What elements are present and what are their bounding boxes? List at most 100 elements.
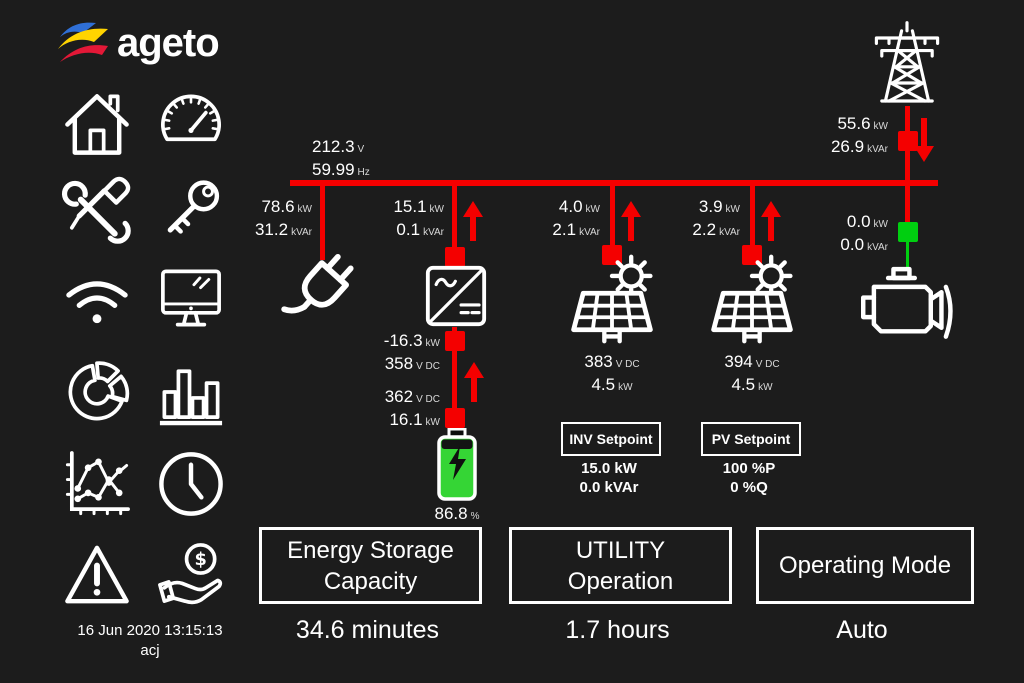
logged-user: acj bbox=[140, 642, 160, 659]
pv1-breaker[interactable] bbox=[602, 245, 622, 265]
battery-icon[interactable] bbox=[436, 428, 478, 502]
energy-storage-card[interactable]: Energy Storage Capacity bbox=[259, 527, 482, 604]
inv-setpoint-label: INV Setpoint bbox=[569, 431, 653, 447]
pv-setpoint-label: PV Setpoint bbox=[711, 431, 791, 447]
generator-feeder-line bbox=[905, 186, 910, 224]
inv-setpoint-values: 15.0 kW 0.0 kVAr bbox=[561, 459, 657, 497]
warning-icon[interactable] bbox=[60, 539, 134, 613]
revenue-icon[interactable]: $ bbox=[154, 539, 228, 613]
utility-breaker[interactable] bbox=[898, 131, 918, 151]
energy-storage-title-line1: Energy Storage bbox=[287, 536, 454, 564]
load-feeder-line bbox=[320, 186, 325, 260]
key-icon[interactable] bbox=[154, 173, 228, 247]
energy-storage-value: 34.6 minutes bbox=[295, 616, 440, 644]
utility-import-arrow-icon bbox=[914, 118, 934, 162]
inv-setpoint-p: 15.0 kW bbox=[581, 460, 637, 477]
ac-bus-line bbox=[290, 180, 938, 186]
monitor-icon[interactable] bbox=[154, 261, 228, 335]
generator-open-line bbox=[906, 242, 909, 270]
clock-icon[interactable] bbox=[154, 447, 228, 521]
bar-chart-icon[interactable] bbox=[154, 355, 228, 429]
battery-breaker[interactable] bbox=[445, 408, 465, 428]
pv2-solar-panel-icon[interactable] bbox=[704, 251, 800, 347]
battery-discharge-arrow-icon bbox=[464, 362, 484, 402]
inv-setpoint-q: 0.0 kVAr bbox=[579, 479, 639, 496]
line-chart-icon[interactable] bbox=[60, 447, 134, 521]
utility-operation-value: 1.7 hours bbox=[565, 616, 670, 644]
pv-setpoint-button[interactable]: PV Setpoint bbox=[701, 422, 801, 456]
pv2-export-arrow-icon bbox=[761, 201, 781, 241]
home-icon[interactable] bbox=[60, 86, 134, 160]
inverter-icon[interactable] bbox=[424, 264, 488, 328]
pv-setpoint-values: 100 %P 0 %Q bbox=[701, 459, 797, 497]
engine-icon[interactable] bbox=[850, 262, 960, 342]
brand-logo: ageto bbox=[56, 20, 220, 66]
wifi-icon[interactable] bbox=[60, 261, 134, 335]
energy-storage-title-line2: Capacity bbox=[323, 567, 418, 595]
svg-text:$: $ bbox=[194, 550, 206, 570]
utility-operation-title-line1: UTILITY bbox=[575, 536, 666, 564]
pv-setpoint-p: 100 %P bbox=[722, 460, 776, 477]
inv-setpoint-button[interactable]: INV Setpoint bbox=[561, 422, 661, 456]
transmission-tower-icon[interactable] bbox=[860, 20, 954, 110]
plug-icon[interactable] bbox=[268, 246, 364, 342]
pv1-feeder-line bbox=[610, 186, 615, 256]
inverter-feeder-line bbox=[452, 186, 457, 266]
pv2-breaker[interactable] bbox=[742, 245, 762, 265]
inverter-breaker[interactable] bbox=[445, 247, 465, 267]
footer-status: 16 Jun 2020 13:15:13 acj bbox=[40, 621, 260, 661]
utility-operation-title-line2: Operation bbox=[567, 567, 674, 595]
pv1-solar-panel-icon[interactable] bbox=[564, 251, 660, 347]
gauge-icon[interactable] bbox=[154, 86, 228, 160]
battery-dc-line bbox=[452, 327, 457, 429]
brand-name: ageto bbox=[117, 21, 220, 65]
operating-mode-card[interactable]: Operating Mode bbox=[756, 527, 974, 604]
operating-mode-value: Auto bbox=[836, 616, 888, 644]
timestamp: 16 Jun 2020 13:15:13 bbox=[77, 622, 223, 639]
ageto-swoosh-icon bbox=[58, 22, 108, 62]
inverter-dc-breaker[interactable] bbox=[445, 331, 465, 351]
pie-chart-icon[interactable] bbox=[60, 355, 134, 429]
utility-operation-card[interactable]: UTILITY Operation bbox=[509, 527, 732, 604]
tools-icon[interactable] bbox=[60, 173, 134, 247]
generator-breaker[interactable] bbox=[898, 222, 918, 242]
pv2-feeder-line bbox=[750, 186, 755, 256]
battery-soc: 86.8% bbox=[434, 504, 480, 523]
operating-mode-title: Operating Mode bbox=[778, 552, 952, 579]
pv1-export-arrow-icon bbox=[621, 201, 641, 241]
